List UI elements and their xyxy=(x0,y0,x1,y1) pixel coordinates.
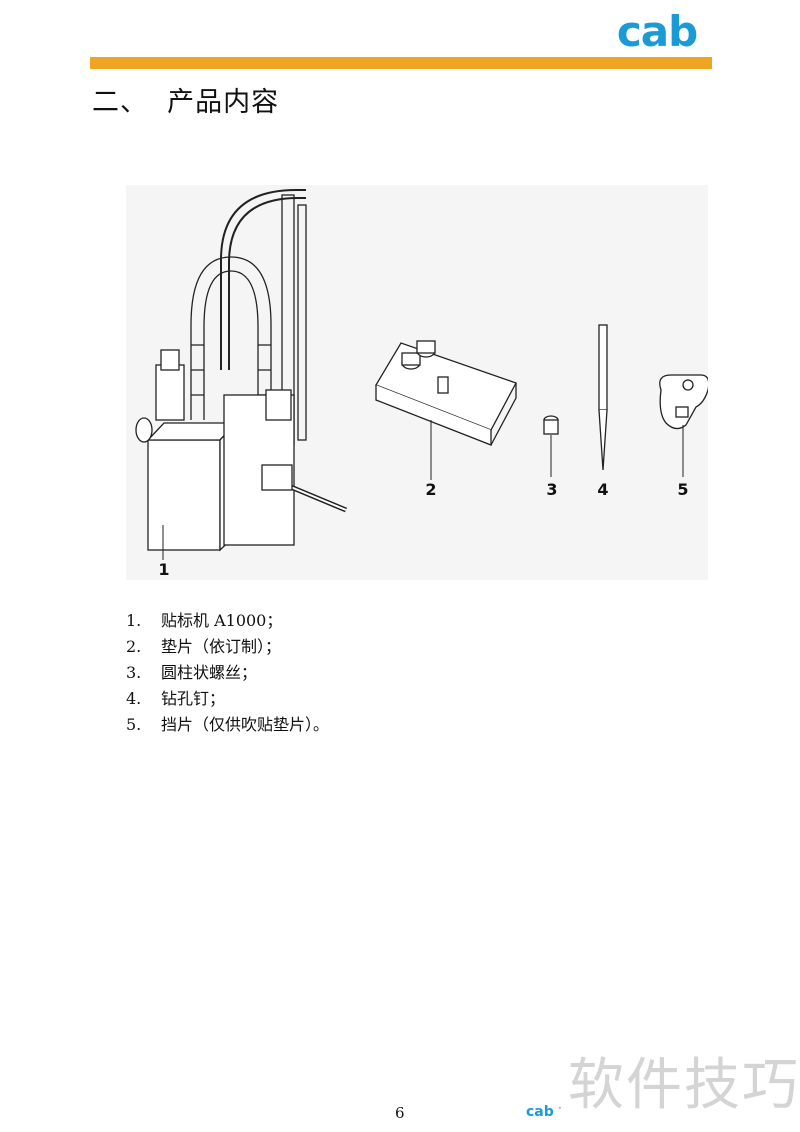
pad-drawing xyxy=(375,340,517,480)
figure-label-5: 5 xyxy=(677,480,688,499)
list-item-text: 贴标机 A1000； xyxy=(161,611,283,630)
footer-logo-mark: · xyxy=(558,1104,562,1113)
list-item: 1. 贴标机 A1000； xyxy=(126,608,329,634)
contents-list: 1. 贴标机 A1000； 2. 垫片（依订制）； 3. 圆柱状螺丝； 4. 钻… xyxy=(126,608,329,738)
product-contents-figure: 1 2 3 4 5 xyxy=(126,185,708,580)
watermark: 软件技巧 xyxy=(568,1053,800,1118)
figure-label-3: 3 xyxy=(546,480,557,499)
list-item: 4. 钻孔钉； xyxy=(126,686,329,712)
footer-logo-text: cab xyxy=(526,1104,554,1120)
footer-logo: cab · xyxy=(526,1104,561,1120)
figure-label-4: 4 xyxy=(597,480,608,499)
page-number: 6 xyxy=(395,1104,405,1122)
list-item-text: 垫片（依订制）； xyxy=(161,637,282,656)
list-item-number: 5. xyxy=(126,715,142,734)
list-item: 3. 圆柱状螺丝； xyxy=(126,660,329,686)
list-item-number: 2. xyxy=(126,637,142,656)
list-item-number: 3. xyxy=(126,663,142,682)
screw-drawing xyxy=(543,415,559,477)
cab-logo-text: cab xyxy=(617,10,697,54)
figure-label-1: 1 xyxy=(158,560,169,579)
drill-pin-drawing xyxy=(598,324,608,471)
list-item-text: 挡片（仅供吹贴垫片）。 xyxy=(161,715,330,734)
list-item: 2. 垫片（依订制）； xyxy=(126,634,329,660)
list-item: 5. 挡片（仅供吹贴垫片）。 xyxy=(126,712,329,738)
list-item-text: 钻孔钉； xyxy=(161,689,226,708)
product-illustration: 1 2 3 4 5 xyxy=(135,189,708,579)
applicator-machine-drawing xyxy=(135,189,347,560)
cab-logo: cab xyxy=(617,10,698,54)
list-item-text: 圆柱状螺丝； xyxy=(161,663,258,682)
stopper-drawing xyxy=(659,374,708,477)
list-item-number: 4. xyxy=(126,689,142,708)
list-item-number: 1. xyxy=(126,611,142,630)
figure-label-2: 2 xyxy=(425,480,436,499)
header-accent-bar xyxy=(90,57,712,69)
section-title: 二、 产品内容 xyxy=(92,87,280,118)
